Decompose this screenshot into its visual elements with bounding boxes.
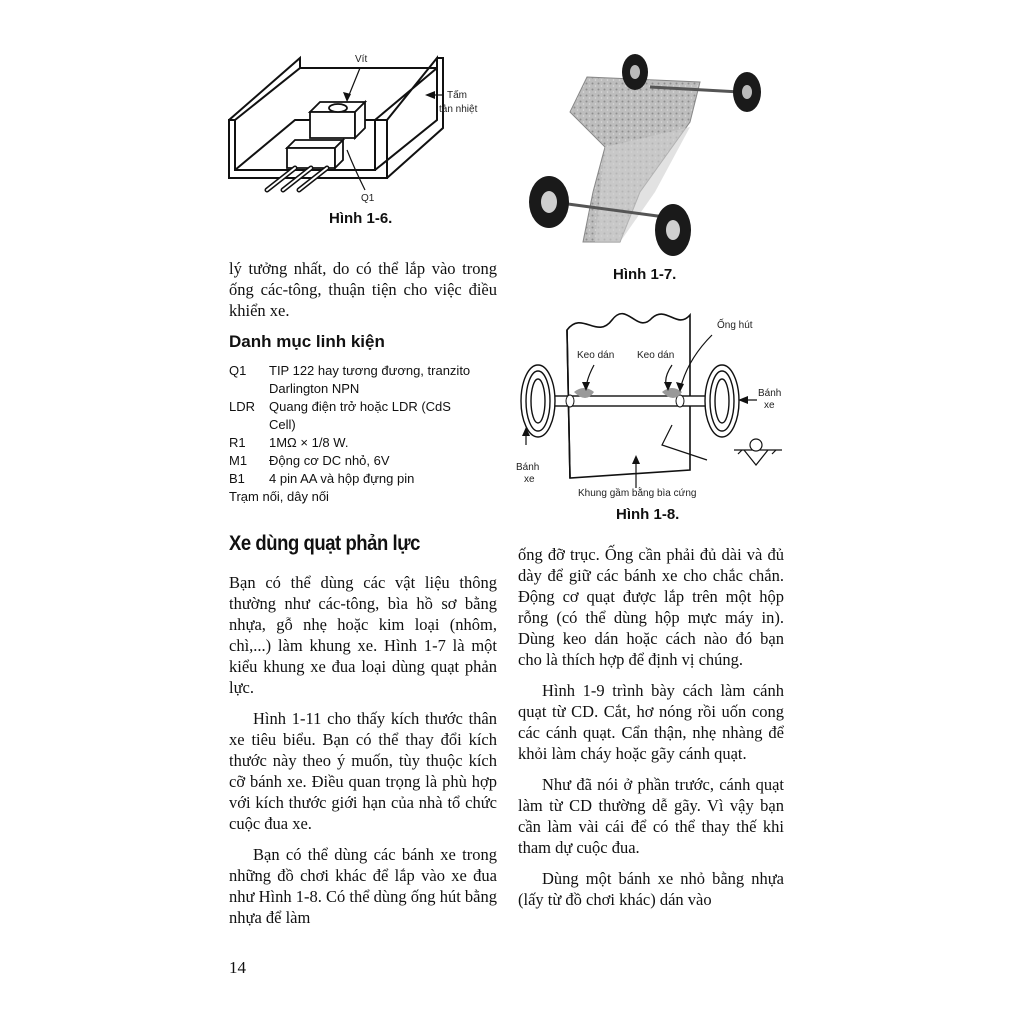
caption-fig-1-7: Hình 1-7. [613, 266, 677, 283]
left-body: Bạn có thể dùng các vật liệu thông thườn… [229, 572, 497, 938]
label-khung-gam: Khung gầm bằng bìa cứng [578, 488, 697, 499]
parts-row-m1: M1 Động cơ DC nhỏ, 6V [229, 452, 479, 470]
label-keo-dan-1: Keo dán [577, 350, 615, 361]
part-code: Q1 [229, 363, 247, 378]
parts-list: Q1 TIP 122 hay tương đương, tranzito Dar… [229, 362, 479, 506]
label-tam: Tấm [447, 90, 467, 101]
part-desc: 4 pin AA và hộp đựng pin [269, 471, 415, 486]
caption-fig-1-6: Hình 1-6. [329, 210, 393, 227]
label-tan-nhiet: tản nhiệt [439, 104, 478, 115]
label-q1: Q1 [361, 193, 375, 204]
right-paragraph-1: ống đỡ trục. Ống cần phải đủ dài và đủ d… [518, 545, 784, 669]
parts-row-last: Trạm nối, dây nối [229, 488, 479, 506]
left-paragraph-3: Bạn có thể dùng các bánh xe trong những … [229, 845, 497, 927]
intro-paragraph: lý tưởng nhất, do có thể lắp vào trong ố… [229, 259, 497, 320]
right-body: ống đỡ trục. Ống cần phải đủ dài và đủ d… [518, 544, 784, 920]
parts-heading: Danh mục linh kiện [229, 332, 385, 351]
part-code: R1 [229, 435, 246, 450]
figure-1-8: Ống hút Keo dán Keo dán Bánh xe Bánh xe … [512, 300, 792, 525]
part-desc: Quang điện trở hoặc LDR (CdS Cell) [269, 399, 451, 432]
part-desc: TIP 122 hay tương đương, tranzito Darlin… [269, 363, 471, 396]
label-xe-left: xe [524, 474, 535, 485]
label-banh-left: Bánh [516, 462, 540, 473]
figure-1-7: Hình 1-7. [525, 52, 775, 287]
page-number: 14 [229, 958, 246, 977]
label-ong-hut: Ống hút [717, 320, 753, 331]
parts-row-b1: B1 4 pin AA và hộp đựng pin [229, 470, 479, 488]
right-paragraph-3: Như đã nói ở phần trước, cánh quạt làm t… [518, 775, 784, 857]
part-extra: Trạm nối, dây nối [229, 489, 329, 504]
label-xe-right: xe [764, 400, 775, 411]
wheel-axle-diagram [520, 312, 782, 488]
label-keo-dan-2: Keo dán [637, 350, 675, 361]
parts-row-r1: R1 1MΩ × 1/8 W. [229, 434, 479, 452]
right-paragraph-4: Dùng một bánh xe nhỏ bằng nhựa (lấy từ đ… [518, 869, 784, 909]
fan-car-photo [529, 54, 761, 256]
left-paragraph-2: Hình 1-11 cho thấy kích thước thân xe ti… [229, 709, 497, 833]
caption-fig-1-8: Hình 1-8. [616, 506, 680, 523]
parts-row-ldr: LDR Quang điện trở hoặc LDR (CdS Cell) [229, 398, 479, 434]
figure-1-6: Vít Tấm tản nhiệt Q1 Hình 1-6. [225, 50, 495, 235]
section-heading: Xe dùng quạt phản lực [229, 532, 421, 555]
label-banh-right: Bánh [758, 388, 782, 399]
part-code: B1 [229, 471, 245, 486]
label-vit: Vít [355, 54, 368, 65]
part-code: LDR [229, 399, 256, 414]
left-paragraph-1: Bạn có thể dùng các vật liệu thông thườn… [229, 573, 497, 697]
part-code: M1 [229, 453, 248, 468]
part-desc: Động cơ DC nhỏ, 6V [269, 453, 390, 468]
heatsink-transistor-drawing [228, 55, 444, 193]
right-paragraph-2: Hình 1-9 trình bày cách làm cánh quạt từ… [518, 681, 784, 763]
parts-row-q1: Q1 TIP 122 hay tương đương, tranzito Dar… [229, 362, 479, 398]
part-desc: 1MΩ × 1/8 W. [269, 435, 349, 450]
